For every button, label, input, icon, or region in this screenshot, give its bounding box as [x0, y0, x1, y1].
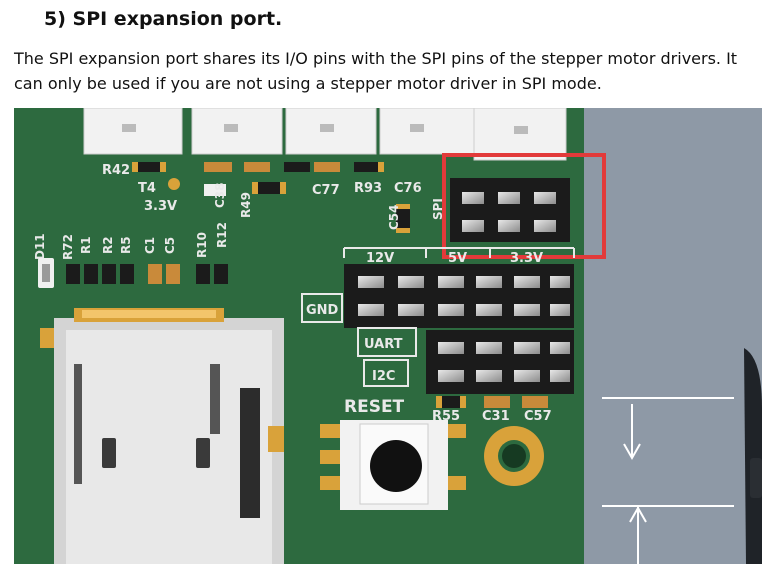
label-t4: T4 [138, 181, 156, 196]
label-r72: R72 [61, 234, 75, 260]
label-c57: C57 [524, 409, 552, 424]
label-c5: C5 [163, 237, 177, 254]
board-photo: R42 T4 3.3V C38 R49 C77 R93 C76 C54 SPI … [14, 108, 762, 564]
label-12v: 12V [366, 251, 394, 266]
label-d11: D11 [33, 233, 47, 260]
label-c38: C38 [213, 182, 227, 208]
section-heading: 5) SPI expansion port. [44, 8, 283, 30]
label-r10: R10 [195, 232, 209, 258]
label-r49: R49 [239, 192, 253, 218]
reset-button [320, 420, 466, 510]
label-3v3-rail: 3.3V [510, 251, 543, 266]
label-r55: R55 [432, 409, 460, 424]
label-uart: UART [364, 337, 403, 352]
label-c31: C31 [482, 409, 510, 424]
spi-highlight-box [442, 153, 606, 259]
label-c77: C77 [312, 183, 340, 198]
label-r93: R93 [354, 181, 382, 196]
label-r42: R42 [102, 163, 130, 178]
label-c54: C54 [387, 204, 401, 230]
label-r1: R1 [79, 236, 93, 254]
label-r12: R12 [215, 222, 229, 248]
label-3v3: 3.3V [144, 199, 177, 214]
label-i2c: I2C [372, 369, 395, 384]
label-r5: R5 [119, 236, 133, 254]
label-c76: C76 [394, 181, 422, 196]
label-reset: RESET [344, 397, 405, 417]
label-r2: R2 [101, 236, 115, 254]
label-5v: 5V [448, 251, 467, 266]
label-spi: SPI [431, 198, 445, 220]
label-c1: C1 [143, 237, 157, 254]
label-gnd: GND [306, 303, 339, 318]
section-paragraph: The SPI expansion port shares its I/O pi… [14, 49, 738, 93]
